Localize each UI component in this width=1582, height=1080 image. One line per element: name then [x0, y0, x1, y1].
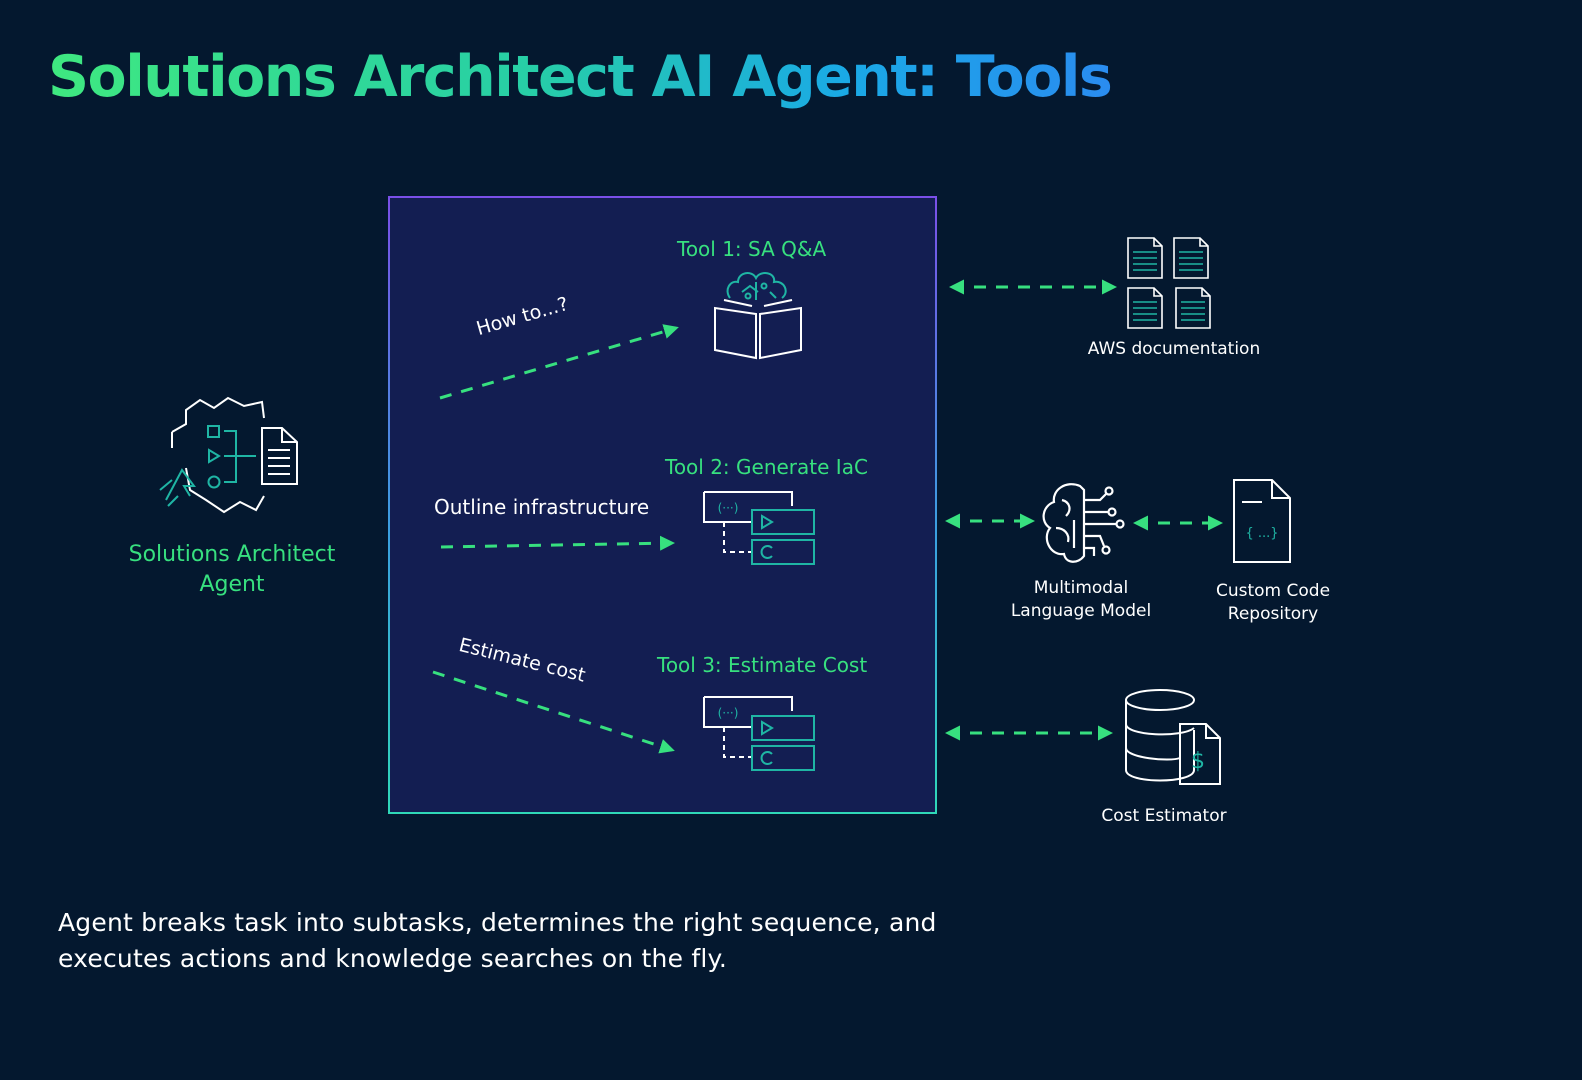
code-panel-icon-iac — [703, 491, 815, 565]
tool-2-title: Tool 2: Generate IaC — [665, 455, 868, 479]
doc-1 — [1127, 237, 1163, 279]
arrow-estimate-cost — [432, 670, 675, 754]
doc-3 — [1127, 287, 1163, 329]
mlm-label-line1: Multimodal — [1033, 578, 1129, 598]
tools-panel — [388, 196, 937, 814]
footer-line1: Agent breaks task into subtasks, determi… — [58, 908, 937, 937]
mlm-label: Multimodal Language Model — [990, 577, 1172, 623]
tool-1-title: Tool 1: SA Q&A — [677, 237, 827, 261]
agent-label: Solutions Architect Agent — [110, 540, 354, 600]
arrow-outline-infrastructure — [440, 535, 675, 551]
agent-label-line2: Agent — [199, 572, 265, 597]
aws-docs-icon — [1127, 237, 1211, 329]
code-panel-icon-cost — [703, 696, 815, 771]
database-dollar-icon — [1125, 689, 1221, 785]
page-title: Solutions Architect AI Agent: Tools — [48, 44, 1113, 110]
agent-label-line1: Solutions Architect — [128, 542, 336, 567]
prompt-outline-infrastructure: Outline infrastructure — [434, 495, 650, 519]
footer-line2: executes actions and knowledge searches … — [58, 944, 728, 973]
brain-circuit-icon — [1042, 483, 1125, 563]
mlm-label-line2: Language Model — [1010, 601, 1152, 621]
code-file-icon — [1233, 479, 1291, 563]
code-glyph-cost: (···) — [718, 706, 739, 720]
tool-3-title: Tool 3: Estimate Cost — [657, 653, 868, 677]
doc-4 — [1175, 287, 1211, 329]
footer-description: Agent breaks task into subtasks, determi… — [58, 905, 937, 977]
book-brain-icon — [714, 272, 802, 360]
dollar-glyph: $ — [1191, 749, 1205, 774]
doc-2 — [1173, 237, 1209, 279]
aws-docs-label: AWS documentation — [1087, 339, 1261, 359]
repo-label-line1: Custom Code — [1215, 581, 1331, 601]
arrow-how-to — [439, 324, 679, 400]
repo-label-line2: Repository — [1227, 604, 1319, 624]
code-glyph-iac: (···) — [718, 501, 739, 515]
repo-glyph: { ...} — [1245, 526, 1278, 541]
cost-estimator-label: Cost Estimator — [1101, 806, 1227, 826]
agent-icon — [159, 396, 298, 514]
repo-label: Custom Code Repository — [1188, 580, 1358, 626]
